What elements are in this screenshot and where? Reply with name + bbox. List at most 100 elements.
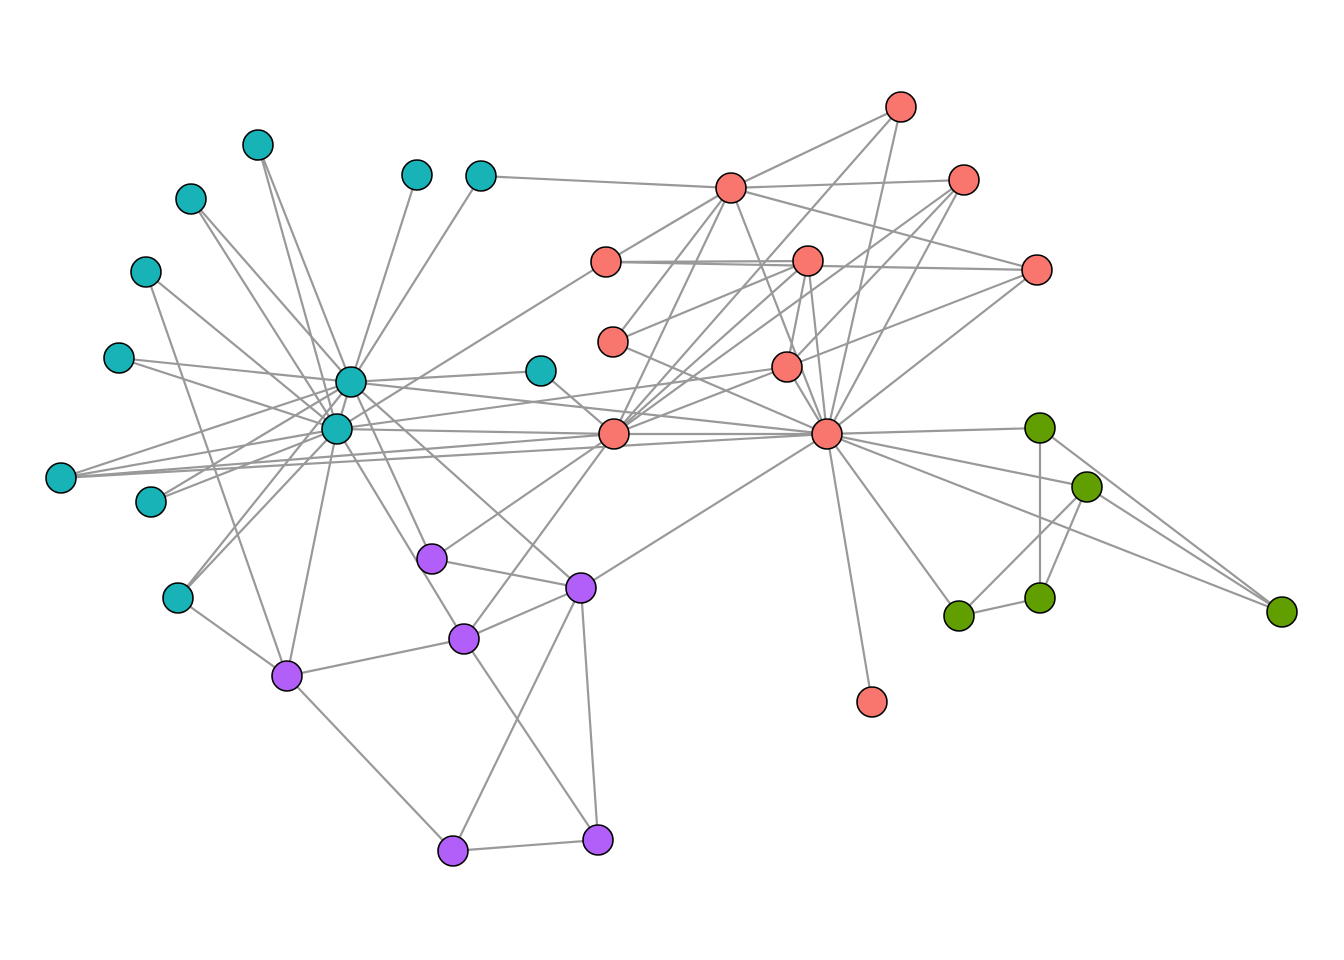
node-30-purple — [565, 572, 597, 604]
node-19-teal — [525, 355, 557, 387]
edge-16-24 — [118, 356, 352, 384]
edge-11-15 — [1039, 427, 1283, 613]
edge-3-31 — [431, 433, 615, 560]
node-6-red — [597, 326, 629, 358]
edge-17-25 — [150, 427, 338, 504]
node-26-teal — [45, 462, 77, 494]
node-32-purple — [437, 835, 469, 867]
node-15-green — [1266, 596, 1298, 628]
edge-3-8 — [613, 179, 965, 435]
edge-1-8 — [730, 178, 965, 190]
edge-0-10 — [825, 433, 874, 703]
edge-2-6 — [612, 259, 809, 344]
node-7-red — [885, 91, 917, 123]
node-20-teal — [401, 159, 433, 191]
node-17-teal — [321, 413, 353, 445]
edge-0-11 — [826, 426, 1041, 436]
edge-3-9 — [613, 268, 1038, 436]
node-13-green — [1024, 582, 1056, 614]
node-31-purple — [416, 543, 448, 575]
edge-3-26 — [60, 432, 615, 480]
node-25-teal — [135, 486, 167, 518]
node-22-teal — [175, 183, 207, 215]
edge-12-13 — [1038, 486, 1089, 599]
edge-30-31 — [431, 557, 582, 590]
edge-16-19 — [350, 369, 542, 384]
node-18-teal — [465, 160, 497, 192]
edge-3-17 — [336, 427, 615, 436]
edge-16-31 — [349, 381, 434, 560]
edge-17-26 — [60, 427, 338, 480]
edge-29-30 — [463, 586, 582, 641]
edge-19-3 — [540, 370, 615, 435]
edge-3-7 — [613, 106, 902, 435]
edge-28-32 — [286, 675, 454, 852]
edge-29-33 — [463, 638, 599, 841]
edge-0-30 — [580, 433, 828, 589]
node-0-red — [811, 418, 843, 450]
edge-16-22 — [190, 198, 352, 383]
edge-0-12 — [826, 432, 1088, 489]
edge-12-14 — [958, 486, 1088, 617]
edge-16-21 — [256, 144, 353, 383]
edge-17-27 — [177, 428, 338, 599]
edge-3-29 — [463, 433, 615, 640]
edge-16-18 — [350, 175, 482, 383]
edge-1-7 — [730, 106, 902, 189]
edge-30-33 — [579, 587, 600, 841]
node-33-purple — [582, 824, 614, 856]
edge-0-7 — [825, 106, 903, 435]
node-21-teal — [242, 129, 274, 161]
edge-16-25 — [150, 381, 352, 503]
node-28-purple — [271, 660, 303, 692]
edge-2-5 — [785, 260, 810, 368]
edge-32-33 — [452, 838, 599, 853]
edge-17-21 — [256, 144, 339, 430]
edge-2-3 — [613, 260, 809, 435]
node-29-purple — [448, 623, 480, 655]
edge-16-26 — [60, 380, 352, 480]
edge-28-29 — [286, 637, 465, 678]
node-12-green — [1071, 471, 1103, 503]
node-24-teal — [103, 342, 135, 374]
edge-1-9 — [730, 186, 1038, 272]
node-14-green — [943, 600, 975, 632]
edge-12-15 — [1086, 486, 1283, 613]
node-1-red — [715, 172, 747, 204]
edge-5-8 — [786, 179, 965, 368]
edge-23-28 — [144, 271, 289, 677]
edge-0-26 — [60, 432, 828, 480]
node-11-green — [1024, 412, 1056, 444]
edge-1-4 — [605, 187, 732, 263]
edge-5-17 — [336, 365, 788, 431]
edge-17-22 — [190, 198, 338, 430]
node-9-red — [1021, 254, 1053, 286]
edge-0-9 — [826, 269, 1038, 435]
node-3-red — [598, 418, 630, 450]
edge-16-20 — [349, 174, 419, 383]
nodes-layer — [45, 91, 1298, 867]
edge-17-28 — [285, 428, 339, 677]
node-8-red — [948, 164, 980, 196]
edge-16-30 — [350, 381, 582, 589]
edge-0-1 — [729, 187, 829, 435]
node-2-red — [792, 245, 824, 277]
node-4-red — [590, 246, 622, 278]
node-5-red — [771, 351, 803, 383]
edge-0-8 — [826, 179, 965, 435]
node-23-teal — [130, 256, 162, 288]
edge-17-29 — [336, 428, 465, 640]
edge-4-17 — [336, 261, 607, 430]
edge-0-16 — [350, 380, 828, 436]
edge-1-3 — [613, 187, 732, 435]
node-16-teal — [335, 366, 367, 398]
node-27-teal — [162, 582, 194, 614]
edge-17-24 — [118, 356, 338, 431]
edge-1-6 — [612, 187, 732, 343]
edges-layer — [60, 106, 1283, 853]
edge-17-23 — [145, 271, 338, 430]
edge-30-32 — [452, 587, 582, 852]
node-10-red — [856, 686, 888, 718]
edge-27-28 — [177, 597, 288, 677]
